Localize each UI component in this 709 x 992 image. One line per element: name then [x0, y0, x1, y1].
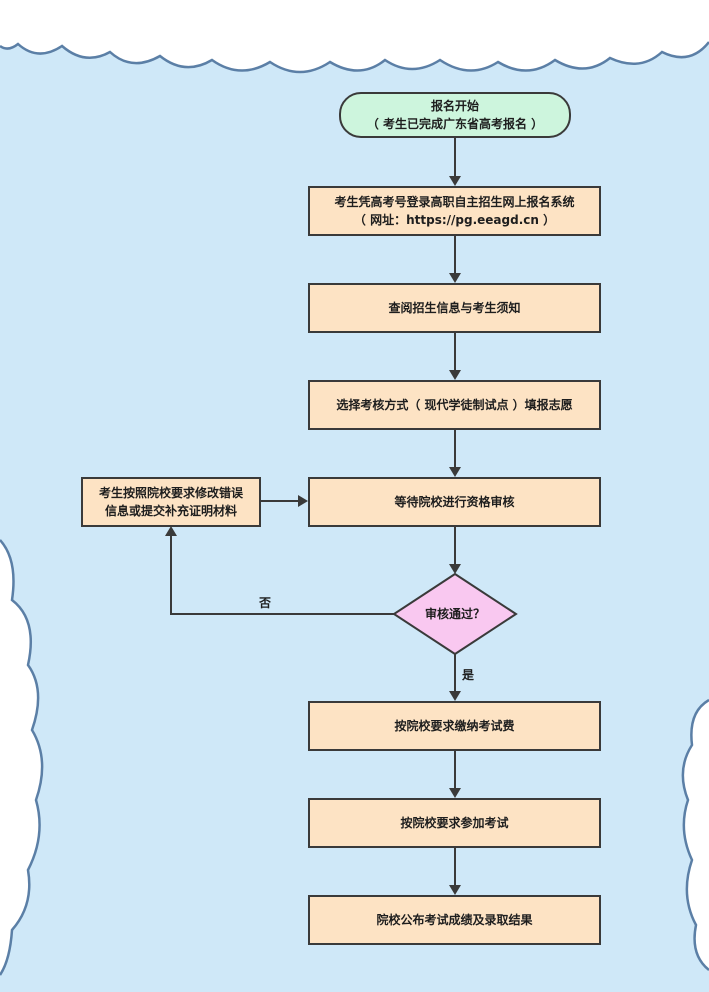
step-result-box: 院校公布考试成绩及录取结果 [308, 895, 601, 945]
step-fix-box: 考生按照院校要求修改错误 信息或提交补充证明材料 [81, 477, 261, 527]
connector-wait-decision [449, 526, 461, 574]
connector-login-info [449, 235, 461, 283]
step-info-box: 查阅招生信息与考生须知 [308, 283, 601, 333]
connector-info-select [449, 332, 461, 380]
start-subtitle: （ 考生已完成广东省高考报名 ） [366, 117, 544, 131]
step-select-box: 选择考核方式（ 现代学徒制试点 ）填报志愿 [308, 380, 601, 430]
left-cloud-decoration [0, 539, 44, 976]
connector-select-wait [449, 429, 461, 477]
branch-no-label: 否 [259, 596, 272, 610]
right-cloud-decoration [681, 698, 709, 971]
connector-pay-exam [449, 751, 461, 798]
step-wait-box: 等待院校进行资格审核 [308, 477, 601, 527]
connector-decision-fix [165, 526, 394, 615]
connector-decision-pay [449, 654, 461, 701]
step-fix-text-2: 信息或提交补充证明材料 [104, 504, 237, 518]
step-pay-box: 按院校要求缴纳考试费 [308, 701, 601, 751]
top-cloud-decoration [0, 0, 709, 74]
step-wait-text: 等待院校进行资格审核 [394, 495, 515, 509]
decision-diamond [392, 572, 518, 656]
step-login-box: 考生凭高考号登录高职自主招生网上报名系统 （ 网址：https://pg.eea… [308, 186, 601, 236]
step-select-text: 选择考核方式（ 现代学徒制试点 ）填报志愿 [336, 398, 573, 412]
decision-label: 审核通过？ [424, 607, 485, 621]
branch-yes-label: 是 [462, 668, 475, 682]
step-fix-text-1: 考生按照院校要求修改错误 [98, 486, 243, 500]
connector-exam-result [449, 848, 461, 895]
start-title: 报名开始 [430, 99, 479, 113]
step-exam-text: 按院校要求参加考试 [400, 816, 509, 830]
step-info-text: 查阅招生信息与考生须知 [388, 301, 521, 315]
step-login-url: （ 网址：https://pg.eeagd.cn ） [353, 213, 556, 227]
step-pay-text: 按院校要求缴纳考试费 [394, 719, 515, 733]
start-node: 报名开始 （ 考生已完成广东省高考报名 ） [339, 92, 571, 138]
step-result-text: 院校公布考试成绩及录取结果 [376, 913, 533, 927]
connector-start-login [449, 138, 461, 186]
step-exam-box: 按院校要求参加考试 [308, 798, 601, 848]
connector-fix-wait [260, 495, 308, 507]
step-login-text: 考生凭高考号登录高职自主招生网上报名系统 [334, 195, 575, 209]
